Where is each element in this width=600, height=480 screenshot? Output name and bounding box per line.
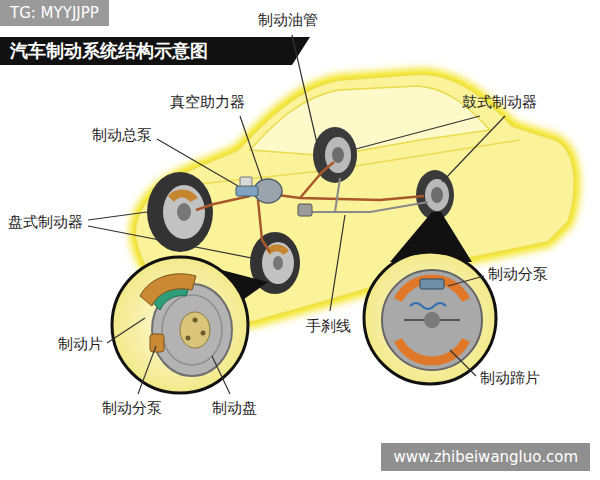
hub <box>273 256 283 270</box>
hub <box>180 312 210 348</box>
part-label: 制动总泵 <box>92 125 152 145</box>
wheel-cylinder <box>420 279 444 289</box>
leader-line <box>212 356 230 394</box>
rim <box>425 179 449 211</box>
leader-line <box>330 215 345 311</box>
part-label: 制动油管 <box>258 10 318 30</box>
leader-line <box>107 318 145 343</box>
spring <box>410 303 446 309</box>
cable <box>335 178 340 212</box>
axle <box>424 312 440 328</box>
leader-line <box>450 350 476 376</box>
leader-lines <box>88 35 505 394</box>
brake-shoe <box>398 340 466 361</box>
part-label: 制动片 <box>58 334 103 354</box>
diagram-title: 汽车制动系统结构示意图 <box>10 40 208 62</box>
part-label: 制动盘 <box>212 398 257 418</box>
title-banner <box>0 37 310 65</box>
brake-line <box>270 194 424 200</box>
brake-shoe <box>398 279 466 300</box>
hub <box>177 203 191 221</box>
watermark: TG: MYYJJPP <box>0 0 109 26</box>
leader-line <box>138 346 156 394</box>
cable <box>305 202 428 212</box>
caliper <box>168 189 198 202</box>
drum <box>332 147 344 163</box>
wheel-cylinder <box>150 334 164 352</box>
brake-line <box>258 200 270 252</box>
fluid-reservoir <box>240 177 252 186</box>
part-label: 鼓式制动器 <box>462 92 537 112</box>
part-label: 真空助力器 <box>170 92 245 112</box>
disc-brake-inset <box>112 257 248 393</box>
brake-line <box>300 162 334 198</box>
drum <box>431 187 443 203</box>
part-label: 制动蹄片 <box>480 368 540 388</box>
caliper <box>140 274 196 306</box>
handbrake-lever <box>298 204 312 216</box>
bolt <box>186 336 191 341</box>
car-window <box>250 86 490 156</box>
disc-ring <box>162 295 222 365</box>
part-label: 盘式制动器 <box>8 212 83 232</box>
leader-line <box>442 116 505 182</box>
leader-line <box>88 210 162 220</box>
leader-line <box>448 276 484 286</box>
part-label: 制动分泵 <box>102 398 162 418</box>
handbrake-cable <box>305 178 428 212</box>
part-label: 手刹线 <box>306 316 351 336</box>
leader-line <box>157 139 238 186</box>
backing-plate <box>382 270 482 370</box>
bolt <box>201 331 206 336</box>
master-cylinder <box>236 186 258 196</box>
drum-brake-inset <box>364 252 496 384</box>
rim <box>163 185 205 239</box>
brake-lines <box>196 162 424 252</box>
bolt <box>193 318 198 323</box>
leader-line <box>88 226 262 260</box>
leader-line <box>240 116 262 180</box>
inset-circle <box>112 257 248 393</box>
watermark: www.zhibeiwangluo.com <box>381 443 590 471</box>
part-label: 制动分泵 <box>488 264 548 284</box>
brake-line <box>196 196 250 210</box>
leader-line <box>292 35 322 165</box>
leader-line <box>352 116 480 150</box>
inset-circle <box>364 252 496 384</box>
